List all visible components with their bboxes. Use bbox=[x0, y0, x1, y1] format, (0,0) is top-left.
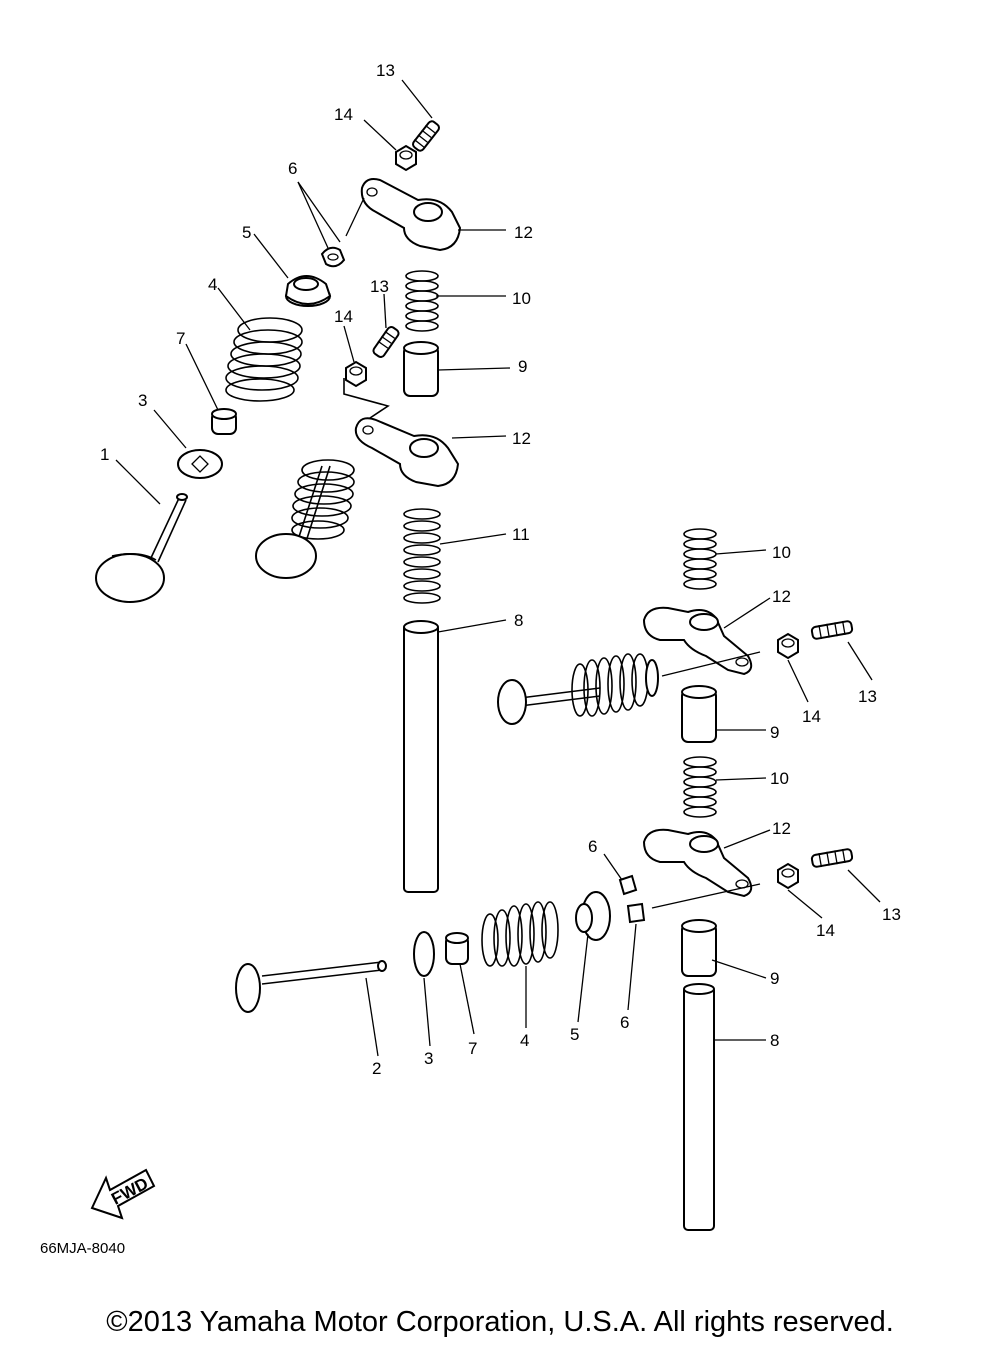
spring-10-right-upper bbox=[683, 528, 717, 590]
valve-assembly-exhaust-upper bbox=[497, 653, 659, 725]
rocker-arm-12-top bbox=[360, 178, 462, 252]
adjusting-screw-13-mid bbox=[372, 326, 400, 358]
valve-assembly-intake bbox=[255, 459, 355, 579]
valve-cotter-6-lower bbox=[618, 874, 646, 924]
callout-10: 10 bbox=[772, 543, 791, 562]
callout-14: 14 bbox=[816, 921, 835, 940]
callout-6: 6 bbox=[288, 159, 297, 178]
callout-12: 12 bbox=[514, 223, 533, 242]
callout-8: 8 bbox=[514, 611, 523, 630]
stem-seal-7-lower bbox=[445, 932, 469, 965]
fwd-arrow-icon: FWD bbox=[90, 1168, 156, 1220]
callout-13: 13 bbox=[882, 905, 901, 924]
callout-9: 9 bbox=[770, 723, 779, 742]
callout-8: 8 bbox=[770, 1031, 779, 1050]
exhaust-valve-2 bbox=[235, 960, 387, 1013]
spring-10-top bbox=[405, 270, 439, 332]
callout-12: 12 bbox=[512, 429, 531, 448]
adjusting-screw-13-right-upper bbox=[810, 620, 854, 640]
locknut-14-mid bbox=[345, 360, 367, 388]
callout-1: 1 bbox=[100, 445, 109, 464]
rocker-arm-12-right-upper bbox=[642, 606, 753, 676]
callout-14: 14 bbox=[334, 105, 353, 124]
sleeve-9-right-lower bbox=[681, 919, 717, 977]
locknut-14-top bbox=[395, 144, 417, 172]
spring-11 bbox=[403, 508, 441, 604]
spring-10-right-lower bbox=[683, 756, 717, 818]
callout-6: 6 bbox=[620, 1013, 629, 1032]
callout-10: 10 bbox=[512, 289, 531, 308]
callout-7: 7 bbox=[176, 329, 185, 348]
callout-12: 12 bbox=[772, 819, 791, 838]
sleeve-9-top bbox=[403, 341, 439, 397]
callout-7: 7 bbox=[468, 1039, 477, 1058]
callout-2: 2 bbox=[372, 1059, 381, 1078]
leader-lines bbox=[115, 79, 881, 1057]
callout-6: 6 bbox=[588, 837, 597, 856]
copyright-notice: ©2013 Yamaha Motor Corporation, U.S.A. A… bbox=[106, 1306, 894, 1338]
callout-labels: 13 14 6 5 4 7 3 1 12 10 13 14 9 12 11 8 … bbox=[100, 61, 901, 1078]
spring-retainer-5-top bbox=[284, 275, 332, 307]
callout-5: 5 bbox=[242, 223, 251, 242]
callout-4: 4 bbox=[520, 1031, 529, 1050]
spring-retainer-5-lower bbox=[575, 891, 611, 941]
callout-14: 14 bbox=[334, 307, 353, 326]
locknut-14-right-upper bbox=[777, 632, 799, 660]
callout-13: 13 bbox=[376, 61, 395, 80]
valve-spring-4-lower bbox=[481, 901, 559, 967]
spring-seat-3-lower bbox=[413, 931, 435, 977]
callout-11: 11 bbox=[512, 525, 530, 544]
callout-4: 4 bbox=[208, 275, 217, 294]
rocker-arm-12-right-lower bbox=[642, 828, 753, 898]
push-rod-8-left bbox=[403, 620, 439, 893]
spring-seat-3-top bbox=[177, 449, 223, 479]
drawing-code: 66MJA-8040 bbox=[40, 1240, 126, 1257]
callout-5: 5 bbox=[570, 1025, 579, 1044]
rocker-arm-12-mid bbox=[354, 417, 460, 488]
valve-cotter-6-top bbox=[320, 246, 346, 268]
callout-3: 3 bbox=[424, 1049, 433, 1068]
push-rod-8-right bbox=[683, 983, 715, 1231]
callout-9: 9 bbox=[518, 357, 527, 376]
callout-13: 13 bbox=[370, 277, 389, 296]
callout-14: 14 bbox=[802, 707, 821, 726]
callout-13: 13 bbox=[858, 687, 877, 706]
adjusting-screw-13-right-lower bbox=[810, 848, 854, 868]
stem-seal-7-top bbox=[211, 408, 237, 435]
intake-valve-1 bbox=[95, 493, 188, 603]
locknut-14-right-lower bbox=[777, 862, 799, 890]
callout-3: 3 bbox=[138, 391, 147, 410]
adjusting-screw-13-top bbox=[412, 120, 440, 152]
callout-9: 9 bbox=[770, 969, 779, 988]
valve-spring-4-top bbox=[225, 317, 303, 402]
callout-12: 12 bbox=[772, 587, 791, 606]
sleeve-9-right-upper bbox=[681, 685, 717, 743]
callout-10: 10 bbox=[770, 769, 789, 788]
